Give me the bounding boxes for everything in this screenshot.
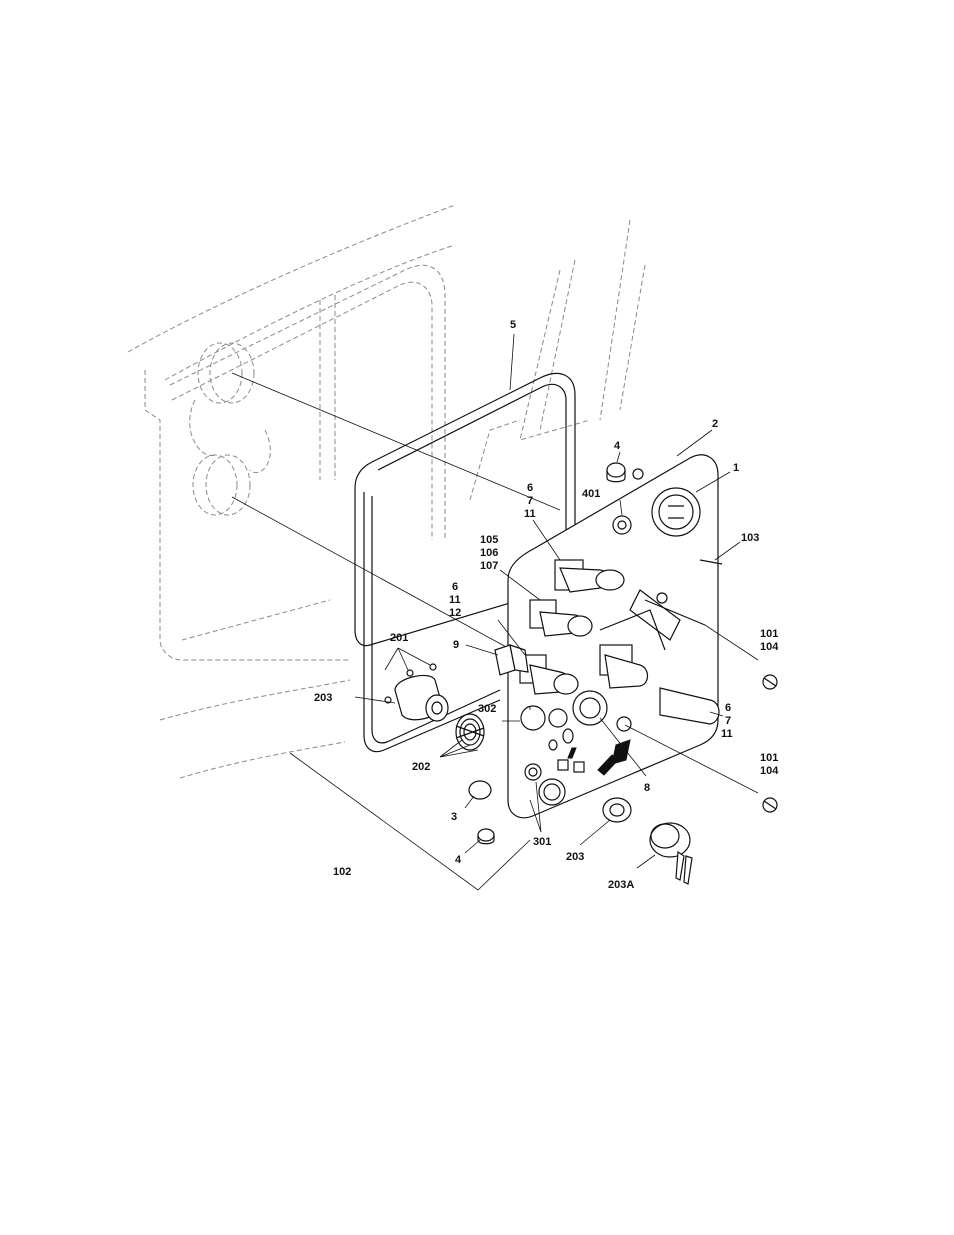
callout-201: 201: [390, 632, 408, 644]
callout-labels: 5 2 4 1 401 6 7 11 103 105 106 107 6 11 …: [314, 319, 779, 891]
callout-8: 8: [644, 782, 650, 794]
callout-106: 106: [480, 547, 498, 559]
callout-7: 7: [725, 715, 731, 727]
switch-assembly-right: [599, 644, 720, 725]
callout-2: 2: [712, 418, 718, 430]
lamp-401: [612, 515, 632, 535]
mount-screw: [632, 468, 644, 480]
callout-101: 101: [760, 628, 778, 640]
callout-6: 6: [452, 581, 458, 593]
cap-4-top: [606, 462, 626, 483]
callout-6: 6: [527, 482, 533, 494]
callout-3: 3: [451, 811, 457, 823]
callout-11: 11: [524, 508, 536, 520]
leader-roller-bottom: [231, 496, 531, 661]
callout-1: 1: [733, 462, 739, 474]
cap-3: [468, 780, 492, 800]
callout-203A: 203A: [608, 879, 634, 891]
indicator-square: [573, 761, 585, 773]
callout-103: 103: [741, 532, 759, 544]
receptacle-1: [651, 487, 701, 537]
panel-hole-small: [548, 739, 558, 751]
relay-9: [494, 644, 529, 676]
bracket-assembly: [599, 589, 706, 651]
callout-11: 11: [449, 594, 461, 606]
vehicle-outline-ghost: [127, 204, 646, 779]
leader-roller-top: [231, 372, 561, 511]
callout-5: 5: [510, 319, 516, 331]
screw-101-top: [762, 674, 778, 690]
callout-4: 4: [455, 854, 462, 866]
wire-103: [699, 559, 723, 565]
spring-nut-202: [455, 713, 485, 751]
callout-105: 105: [480, 534, 498, 546]
switch-assembly-mid: [529, 599, 593, 637]
socket-301: [524, 763, 542, 781]
callout-7: 7: [527, 495, 533, 507]
callout-203: 203: [566, 851, 584, 863]
callout-301: 301: [533, 836, 551, 848]
callout-107: 107: [480, 560, 498, 572]
callout-104: 104: [760, 765, 779, 777]
gasket-frame: [354, 373, 576, 753]
ignition-switch-left: [384, 663, 449, 722]
callout-202: 202: [412, 761, 430, 773]
callout-6: 6: [725, 702, 731, 714]
callout-104: 104: [760, 641, 779, 653]
callout-203: 203: [314, 692, 332, 704]
panel-hole-small: [562, 728, 574, 744]
callout-11: 11: [721, 728, 733, 740]
callout-101: 101: [760, 752, 778, 764]
callout-302: 302: [478, 703, 496, 715]
knob-8: [572, 690, 608, 726]
callout-12: 12: [449, 607, 461, 619]
indicator-mark: [567, 747, 577, 759]
callout-102: 102: [333, 866, 351, 878]
socket-203-mount: [538, 778, 566, 806]
cap-4-bottom: [477, 828, 495, 845]
leader-lines: [289, 333, 759, 891]
indicator-square: [557, 759, 569, 771]
panel-hole: [616, 716, 632, 732]
switch-assembly-upper: [554, 559, 625, 593]
nut-203: [602, 797, 632, 823]
callout-401: 401: [582, 488, 600, 500]
key-switch-203A: [649, 822, 693, 885]
panel-hole: [548, 708, 568, 728]
switch-assembly-lower: [519, 654, 579, 695]
panel-logo: [597, 739, 631, 776]
screw-101-bottom: [762, 797, 778, 813]
button-302: [520, 705, 546, 731]
callout-9: 9: [453, 639, 459, 651]
callout-4: 4: [614, 440, 621, 452]
